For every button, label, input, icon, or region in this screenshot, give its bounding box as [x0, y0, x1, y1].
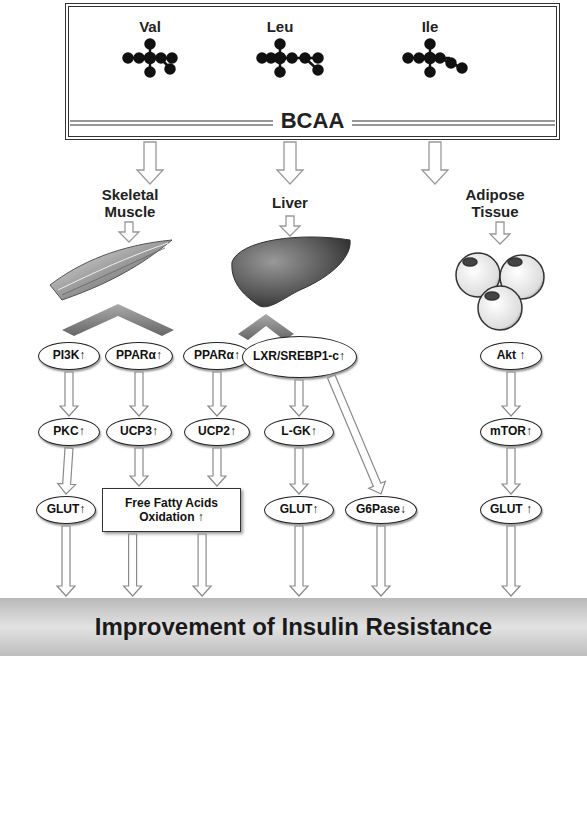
amino-acid-label: Leu	[250, 18, 310, 35]
flow-arrow	[58, 448, 76, 494]
flow-arrow	[208, 372, 226, 416]
amino-acid-label: Ile	[400, 18, 460, 35]
flow-arrow	[290, 448, 308, 494]
flow-arrow	[290, 380, 308, 416]
process-box: Free Fatty Acids Oxidation ↑	[102, 488, 241, 532]
flow-arrow	[124, 534, 142, 596]
process-oval: mTOR↑	[480, 418, 542, 446]
flow-arrow	[130, 448, 148, 486]
organ-label: Liver	[255, 194, 325, 211]
flow-arrow	[208, 448, 226, 486]
process-oval: PPARα↑	[183, 342, 250, 370]
node-text: UCP3↑	[120, 425, 158, 438]
flow-arrow	[290, 526, 308, 596]
node-text: Improvement of Insulin Resistance	[95, 613, 492, 641]
node-text: PKC↑	[53, 425, 84, 438]
node-text: PPARα↑	[194, 349, 240, 362]
chevron	[62, 304, 294, 340]
adipose-illustration	[456, 253, 544, 330]
node-text: BCAA	[273, 108, 353, 134]
node-text: G6Pase↓	[356, 503, 406, 516]
node-text: GLUT ↑	[490, 503, 532, 516]
node-text: mTOR↑	[490, 425, 532, 438]
node-text: LXR/SREBP1-c↑	[253, 350, 345, 363]
node-text: Free Fatty Acids Oxidation ↑	[106, 496, 237, 525]
node-text: GLUT↑	[280, 503, 319, 516]
process-oval: GLUT ↑	[480, 496, 543, 524]
process-oval: GLUT↑	[36, 496, 96, 524]
flow-arrow	[193, 534, 211, 596]
process-oval: Akt ↑	[480, 342, 542, 370]
process-oval: L-GK↑	[264, 418, 334, 446]
node-text: GLUT↑	[47, 503, 86, 516]
flow-arrow	[60, 372, 78, 416]
node-text: Akt ↑	[497, 349, 526, 362]
flow-arrow	[57, 526, 75, 596]
flow-arrow	[119, 142, 510, 244]
organ-label: Adipose Tissue	[440, 186, 550, 221]
process-oval: LXR/SREBP1-c↑	[242, 336, 357, 378]
process-oval: PKC↑	[38, 418, 100, 446]
molecule	[124, 40, 467, 77]
process-oval: UCP3↑	[106, 418, 172, 446]
result-band: Improvement of Insulin Resistance	[0, 598, 587, 656]
muscle-illustration	[50, 240, 172, 300]
flow-arrow	[502, 448, 520, 494]
organ-label: Skeletal Muscle	[75, 186, 185, 221]
flow-arrow	[502, 526, 520, 596]
amino-acid-label: Val	[120, 18, 180, 35]
node-text: UCP2↑	[198, 425, 236, 438]
process-oval: G6Pase↓	[345, 496, 418, 524]
flow-arrow	[372, 526, 390, 596]
flow-arrow	[502, 372, 520, 416]
process-oval: PPARα↑	[105, 342, 172, 370]
process-oval: UCP2↑	[184, 418, 250, 446]
flow-arrow	[328, 375, 386, 494]
node-text: PPARα↑	[116, 349, 162, 362]
process-oval: PI3K↑	[38, 342, 100, 370]
node-text: L-GK↑	[281, 425, 316, 438]
flow-arrow	[130, 372, 148, 416]
node-text: PI3K↑	[53, 349, 86, 362]
process-oval: GLUT↑	[264, 496, 334, 524]
liver-illustration	[232, 237, 350, 307]
